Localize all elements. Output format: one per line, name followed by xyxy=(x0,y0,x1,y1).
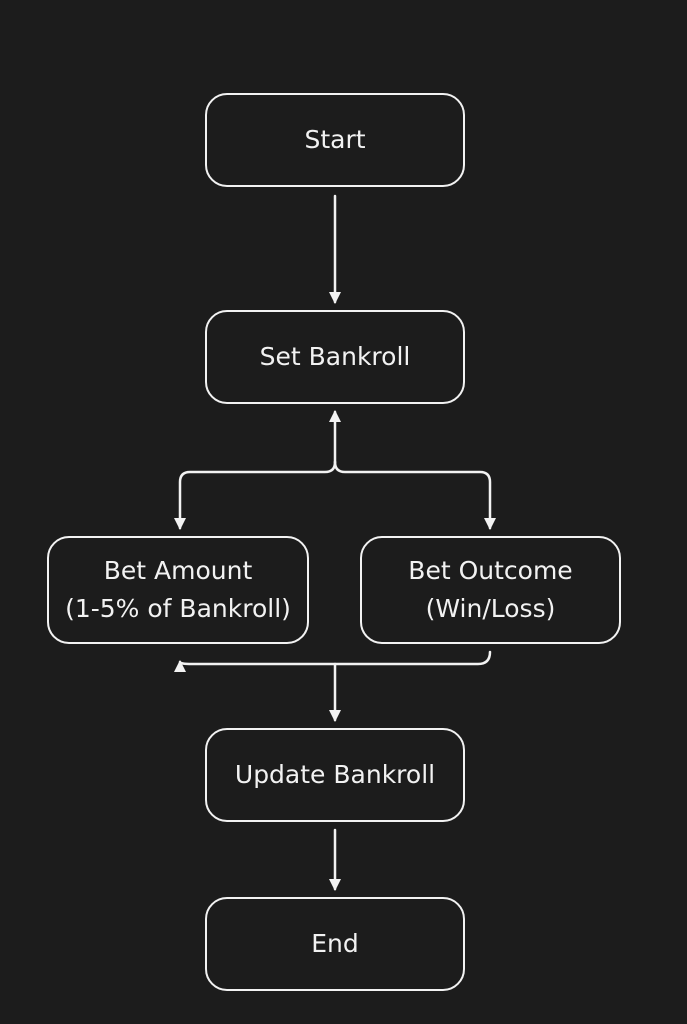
node-start-label: Start xyxy=(304,125,366,154)
node-bet-amount-subtitle: (1-5% of Bankroll) xyxy=(65,594,291,623)
node-bet-outcome: Bet Outcome (Win/Loss) xyxy=(360,536,621,644)
node-set-bankroll-label: Set Bankroll xyxy=(259,342,411,371)
edge-set-bankroll-to-bet-amount xyxy=(174,460,337,530)
node-bet-amount: Bet Amount (1-5% of Bankroll) xyxy=(47,536,309,644)
edge-set-bankroll-to-bet-outcome xyxy=(333,460,496,530)
node-set-bankroll: Set Bankroll xyxy=(205,310,465,404)
node-bet-outcome-subtitle: (Win/Loss) xyxy=(425,594,556,623)
node-bet-outcome-title: Bet Outcome xyxy=(408,556,573,585)
node-start: Start xyxy=(205,93,465,187)
node-update-bankroll: Update Bankroll xyxy=(205,728,465,822)
node-update-bankroll-label: Update Bankroll xyxy=(234,760,436,789)
node-end: End xyxy=(205,897,465,991)
node-bet-amount-title: Bet Amount xyxy=(103,556,253,585)
node-end-label: End xyxy=(311,929,359,958)
edge-bet-outcome-to-bet-amount xyxy=(174,650,492,673)
